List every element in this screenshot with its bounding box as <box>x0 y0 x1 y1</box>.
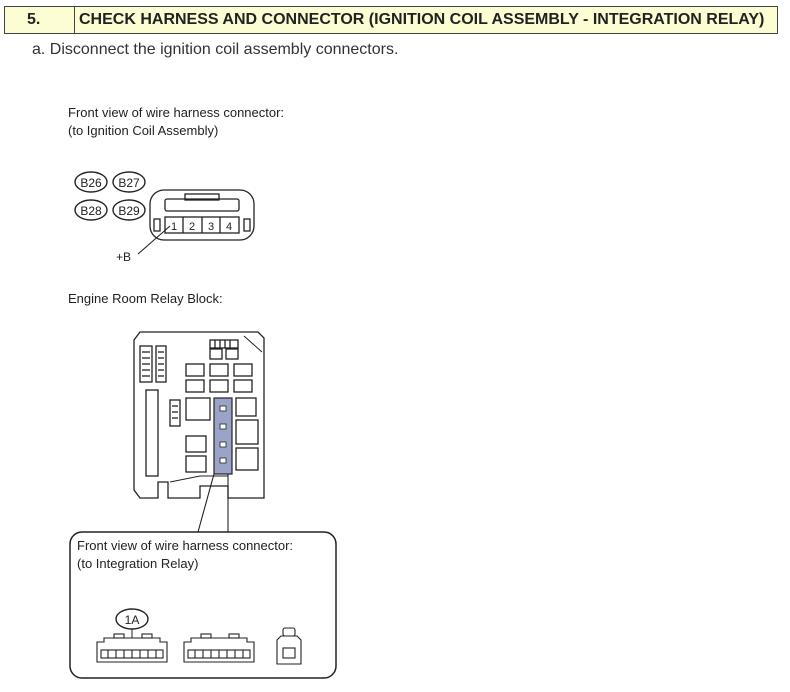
coil-pin-2: 2 <box>189 221 195 233</box>
relay-connector-2 <box>183 633 255 663</box>
relay-caption-line1: Front view of wire harness connector: <box>77 538 293 553</box>
integration-relay-highlight <box>213 397 233 475</box>
relay-block-diagram <box>133 331 265 499</box>
relay-connector-3 <box>276 627 302 665</box>
step-title: CHECK HARNESS AND CONNECTOR (IGNITION CO… <box>79 11 765 28</box>
callout-line-left <box>197 473 215 533</box>
step-header: 5. CHECK HARNESS AND CONNECTOR (IGNITION… <box>4 6 778 34</box>
connector-code-b26: B26 <box>74 171 108 193</box>
svg-text:B28: B28 <box>80 204 102 218</box>
coil-pin-4: 4 <box>226 221 232 233</box>
connector-code-b27: B27 <box>112 171 146 193</box>
coil-pin-1: 1 <box>171 221 177 233</box>
relay-block-caption: Engine Room Relay Block: <box>68 291 223 306</box>
coil-caption-line2: (to Ignition Coil Assembly) <box>68 123 218 138</box>
coil-pin-3: 3 <box>208 221 214 233</box>
plus-b-label: +B <box>116 250 131 264</box>
connector-code-b29: B29 <box>112 199 146 221</box>
svg-text:B27: B27 <box>118 176 140 190</box>
relay-callout-box <box>69 531 337 679</box>
svg-text:B29: B29 <box>118 204 140 218</box>
instruction-text: a. Disconnect the ignition coil assembly… <box>32 41 399 58</box>
coil-connector-diagram <box>149 189 255 241</box>
relay-caption-line2: (to Integration Relay) <box>77 556 198 571</box>
coil-caption-line1: Front view of wire harness connector: <box>68 105 284 120</box>
connector-code-b28: B28 <box>74 199 108 221</box>
relay-connector-1a <box>96 633 168 663</box>
svg-text:B26: B26 <box>80 176 102 190</box>
plus-b-leader-line <box>137 225 171 255</box>
svg-text:1A: 1A <box>125 613 140 627</box>
step-number: 5. <box>5 7 75 33</box>
